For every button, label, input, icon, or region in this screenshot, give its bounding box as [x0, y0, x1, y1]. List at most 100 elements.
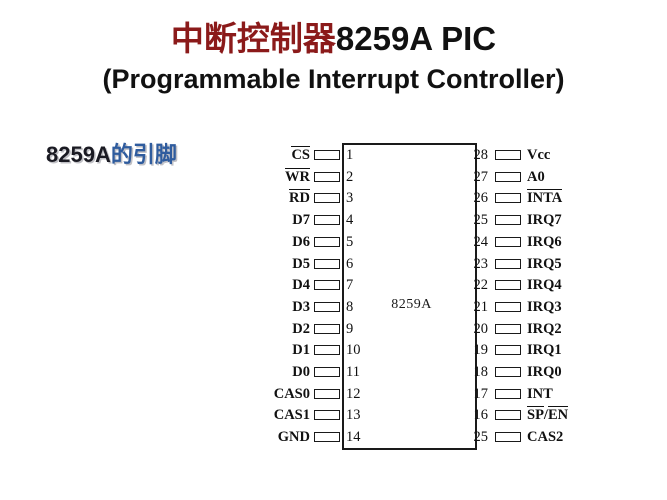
pin-number: 28: [473, 147, 489, 163]
pin-number: 24: [473, 233, 489, 250]
pin-stub: [314, 410, 340, 421]
pin-signal-label: CS: [291, 146, 310, 163]
pin-stub: [314, 258, 340, 269]
pin-number: 11: [346, 364, 360, 380]
pin-number: 12: [346, 385, 361, 402]
pin-row: D1 10: [250, 340, 480, 360]
pin-signal-label: SP/EN: [527, 406, 569, 424]
pin-stub: [495, 367, 521, 377]
pin-number: 3: [346, 190, 354, 207]
pin-stub: [314, 345, 340, 356]
page-subtitle: (Programmable Interrupt Controller): [102, 64, 565, 94]
pin-number: 23: [473, 255, 489, 272]
pin-number: 21: [473, 298, 489, 315]
pin-signal-label: CAS1: [273, 407, 310, 424]
pin-signal-label: CAS0: [273, 385, 310, 402]
pin-signal-label: D7: [292, 212, 310, 229]
pin-stub: [314, 432, 340, 443]
pin-row: CAS0 12: [250, 384, 480, 404]
pin-stub: [314, 193, 340, 204]
pin-number: 14: [346, 429, 361, 446]
pin-row: CAS1 13: [250, 405, 480, 425]
pin-row: CAS2 25: [360, 427, 590, 447]
pin-number: 25: [473, 429, 489, 446]
page-title-chinese: 中断控制器: [170, 20, 336, 57]
pin-stub: [314, 150, 340, 160]
pin-number: 19: [473, 342, 489, 359]
pin-row: INT 17: [360, 384, 590, 404]
pin-number: 22: [473, 277, 489, 294]
pin-row: GND 14: [250, 427, 480, 447]
pin-stub: [314, 367, 340, 377]
pin-number: 9: [346, 320, 354, 337]
chip-body-outline: 8259A: [342, 143, 477, 450]
pin-number: 16: [473, 407, 489, 424]
pin-row: CS 1: [250, 145, 480, 165]
pin-signal-label: INT: [527, 385, 553, 402]
pin-number: 27: [473, 168, 489, 185]
pin-number: 26: [473, 190, 489, 207]
pin-signal-label: D5: [292, 255, 310, 272]
pin-signal-label: A0: [527, 168, 545, 185]
pin-row: SP/EN 16: [360, 405, 590, 425]
pin-stub: [495, 280, 521, 291]
pin-stub: [495, 150, 521, 160]
pin-row: D7 4: [250, 210, 480, 230]
pin-signal-label: IRQ5: [527, 255, 562, 272]
pin-stub: [495, 345, 521, 356]
pin-number: 5: [346, 233, 354, 250]
pin-stub: [495, 193, 521, 204]
page-title-english: 8259A PIC: [335, 20, 497, 57]
pin-signal-label: GND: [277, 429, 310, 446]
chip-part-number-label: 8259A: [391, 297, 432, 312]
pin-signal-label: INTA: [527, 189, 563, 207]
pin-stub: [495, 215, 521, 226]
pin-stub: [314, 301, 340, 312]
pin-number: 2: [346, 168, 354, 185]
title-block: 中断控制器8259A PIC (Programmable Interrupt C…: [0, 18, 667, 96]
pin-stub: [314, 215, 340, 226]
pin-stub: [495, 388, 521, 399]
pin-number: 1: [346, 147, 354, 163]
pin-stub: [495, 171, 521, 182]
pin-row: A0 27: [360, 167, 590, 187]
pin-number: 4: [346, 212, 354, 229]
pin-signal-label: WR: [285, 167, 310, 185]
pin-number: 10: [346, 342, 361, 359]
pin-number: 6: [346, 255, 354, 272]
pin-stub: [314, 323, 340, 334]
pin-row: D4 7: [250, 275, 480, 295]
pin-row: D5 6: [250, 254, 480, 274]
pin-signal-label: IRQ1: [527, 342, 562, 359]
pin-signal-label: RD: [289, 189, 310, 207]
pin-row: WR 2: [250, 167, 480, 187]
pin-stub: [495, 236, 521, 247]
pin-signal-label: IRQ3: [527, 298, 562, 315]
pin-number: 13: [346, 407, 361, 424]
pin-signal-label: IRQ2: [527, 320, 562, 337]
pin-stub: [314, 280, 340, 291]
pin-number: 18: [473, 364, 489, 380]
pin-number: 7: [346, 277, 354, 294]
pin-signal-label: D4: [292, 277, 310, 294]
page-title: 中断控制器8259A PIC: [0, 18, 667, 60]
pin-signal-label: CAS2: [527, 429, 564, 446]
pin-signal-label: D1: [292, 342, 310, 359]
pin-stub: [314, 388, 340, 399]
pin-signal-label: IRQ7: [527, 212, 562, 229]
pin-signal-label: D2: [292, 320, 310, 337]
pin-number: 17: [473, 385, 489, 402]
pin-number: 8: [346, 298, 354, 315]
section-heading-number: 8259A: [46, 142, 111, 167]
pin-stub: [495, 258, 521, 269]
pin-stub: [314, 171, 340, 182]
